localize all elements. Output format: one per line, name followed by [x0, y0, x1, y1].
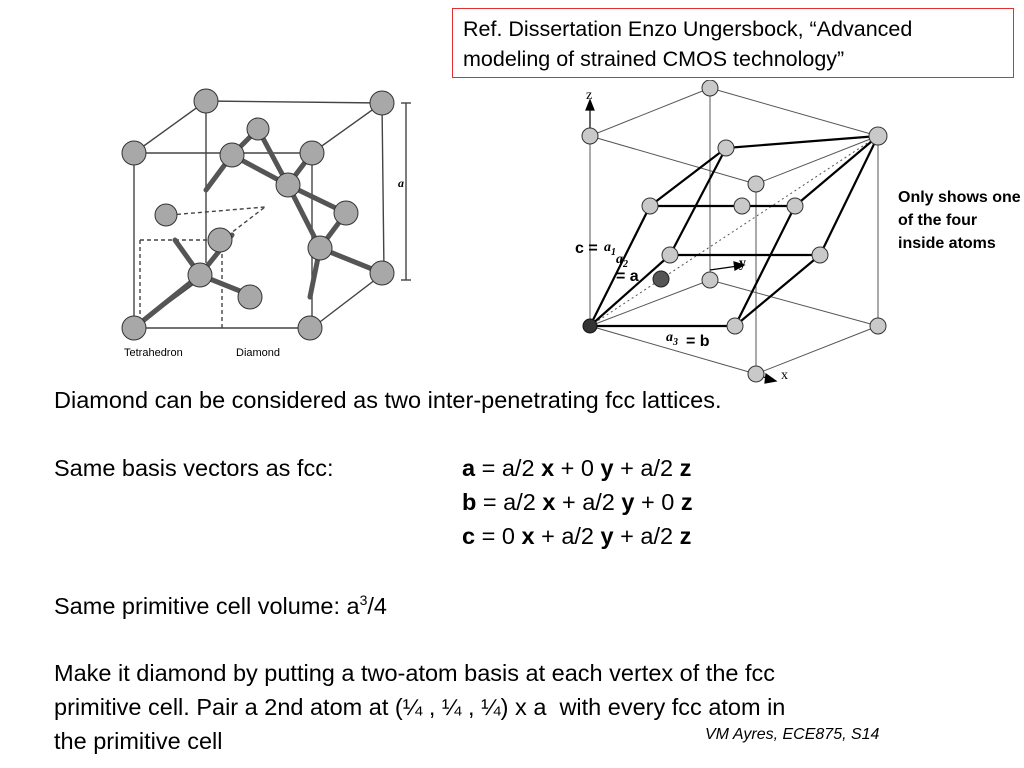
footer-credit: VM Ayres, ECE875, S14 — [705, 726, 880, 743]
vector-c-part-1: = 0 — [475, 523, 522, 549]
vector-c-part-2: + a/2 — [534, 523, 601, 549]
eq-b-label: = b — [686, 333, 710, 350]
diamond-label: Diamond — [236, 347, 281, 359]
vector-a1-subscript: 1 — [611, 246, 616, 258]
vector-b-x: x — [542, 489, 556, 515]
axis-y-label: y — [739, 256, 746, 271]
vector-c-z: z — [679, 523, 692, 549]
tetrahedron-label: Tetrahedron — [124, 347, 183, 359]
eq-a-label: = a — [616, 268, 639, 285]
diamond-lattice-figure — [121, 88, 411, 341]
vector-a-equation: a = a/2 x + 0 y + a/2 z — [462, 455, 691, 482]
vector-b-name: b — [462, 489, 477, 515]
reference-line-1: Ref. Dissertation Enzo Ungersbock, “Adva… — [463, 17, 913, 41]
vector-c-x: x — [521, 523, 535, 549]
vector-a-part-2: + 0 — [554, 455, 601, 481]
axis-z-label: z — [586, 88, 593, 103]
volume-suffix: /4 — [367, 592, 388, 619]
reference-line-2: modeling of strained CMOS technology” — [463, 46, 845, 71]
vector-a-part-1: = a/2 — [475, 455, 542, 481]
paragraph-line-2: primitive cell. Pair a 2nd atom at (¼ , … — [54, 694, 786, 720]
vector-a-y: y — [600, 455, 614, 481]
vector-c-name: c — [462, 523, 476, 549]
basis-label: Same basis vectors as fcc: — [54, 455, 334, 481]
vector-c-y: y — [600, 523, 614, 549]
vector-c-equation: c = 0 x + a/2 y + a/2 z — [462, 523, 691, 550]
vector-a2-label: a2 — [616, 252, 628, 270]
vector-a1-symbol: a — [604, 240, 611, 255]
vector-c-part-3: + a/2 — [613, 523, 680, 549]
vector-b-equation: b = a/2 x + a/2 y + 0 z — [462, 489, 693, 516]
vector-a3-label: a3 — [666, 330, 678, 348]
side-mark-label: a — [398, 176, 404, 190]
vector-b-y: y — [621, 489, 635, 515]
vector-a2-symbol: a — [616, 252, 623, 267]
vector-a1-label: a1 — [604, 240, 616, 258]
vector-a3-subscript: 3 — [673, 336, 678, 348]
vector-a-z: z — [679, 455, 692, 481]
paragraph-line-3: the primitive cell — [54, 728, 223, 754]
reference-box: Ref. Dissertation Enzo Ungersbock, “Adva… — [452, 8, 1014, 78]
vector-b-z: z — [680, 489, 693, 515]
vector-a-part-3: + a/2 — [613, 455, 680, 481]
axis-x-label: x — [781, 368, 788, 383]
vector-b-part-3: + 0 — [634, 489, 681, 515]
vector-a-x: x — [541, 455, 555, 481]
volume-prefix: Same primitive cell volume: a — [54, 592, 360, 619]
vector-b-part-2: + a/2 — [555, 489, 622, 515]
paragraph-line-1: Make it diamond by putting a two-atom ba… — [54, 660, 776, 686]
fcc-primitive-cell-figure — [581, 80, 888, 384]
vector-b-part-1: = a/2 — [476, 489, 543, 515]
vector-a2-subscript: 2 — [623, 258, 628, 270]
vector-a3-symbol: a — [666, 330, 673, 345]
inside-atom-note: Only shows one of the four inside atoms — [898, 189, 1021, 253]
eq-c-label: c = — [575, 240, 598, 257]
volume-line: Same primitive cell volume: a3/4 — [54, 592, 387, 620]
vector-a-name: a — [462, 455, 476, 481]
intro-line: Diamond can be considered as two inter-p… — [54, 387, 722, 413]
volume-exponent: 3 — [359, 592, 368, 608]
